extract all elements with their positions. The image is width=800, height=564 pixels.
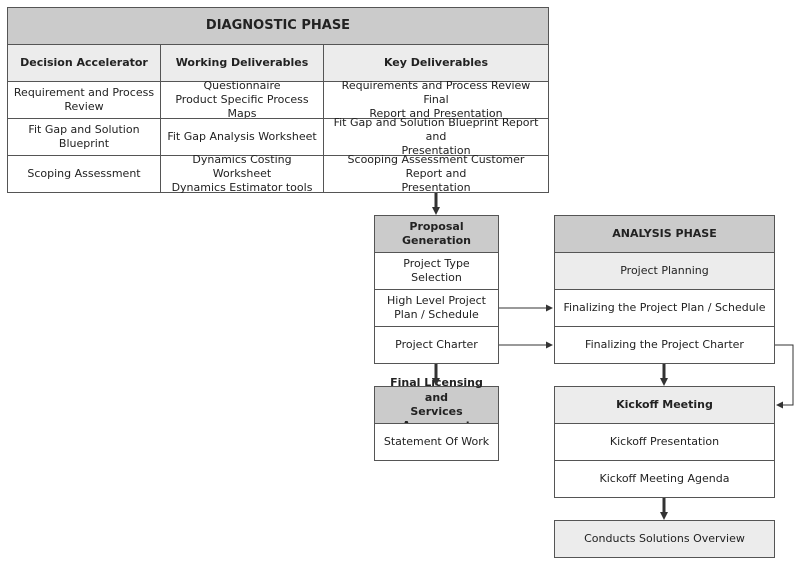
cell-requirement-process-review: Requirement and Process Review [7, 81, 161, 119]
cell-scooping-report: Scooping Assessment Customer Report and … [323, 153, 549, 194]
analysis-phase-title: ANALYSIS PHASE [554, 215, 775, 253]
diagnostic-phase-title: DIAGNOSTIC PHASE [7, 7, 549, 45]
proposal-item-high-level-plan: High Level Project Plan / Schedule [374, 289, 499, 327]
kickoff-item-agenda: Kickoff Meeting Agenda [554, 460, 775, 498]
proposal-item-project-charter: Project Charter [374, 326, 499, 364]
kickoff-item-presentation: Kickoff Presentation [554, 423, 775, 461]
cell-requirements-final-report: Requirements and Process Review Final Re… [323, 79, 549, 120]
solutions-overview-box: Conducts Solutions Overview [554, 520, 775, 558]
cell-fit-gap-blueprint: Fit Gap and Solution Blueprint [7, 118, 161, 156]
analysis-item-finalize-plan: Finalizing the Project Plan / Schedule [554, 289, 775, 327]
cell-dynamics-costing: Dynamics Costing Worksheet Dynamics Esti… [160, 153, 324, 194]
cell-fit-gap-worksheet: Fit Gap Analysis Worksheet [160, 118, 324, 156]
proposal-generation-title: Proposal Generation [374, 215, 499, 253]
licensing-item-statement-of-work: Statement Of Work [374, 423, 499, 461]
analysis-item-finalize-charter: Finalizing the Project Charter [554, 326, 775, 364]
arrow-charter-to-kickoff-elbow [775, 344, 794, 409]
cell-scoping-assessment: Scoping Assessment [7, 155, 161, 193]
analysis-item-project-planning: Project Planning [554, 252, 775, 290]
header-working-deliverables: Working Deliverables [160, 44, 324, 82]
cell-fit-gap-report: Fit Gap and Solution Blueprint Report an… [323, 116, 549, 157]
